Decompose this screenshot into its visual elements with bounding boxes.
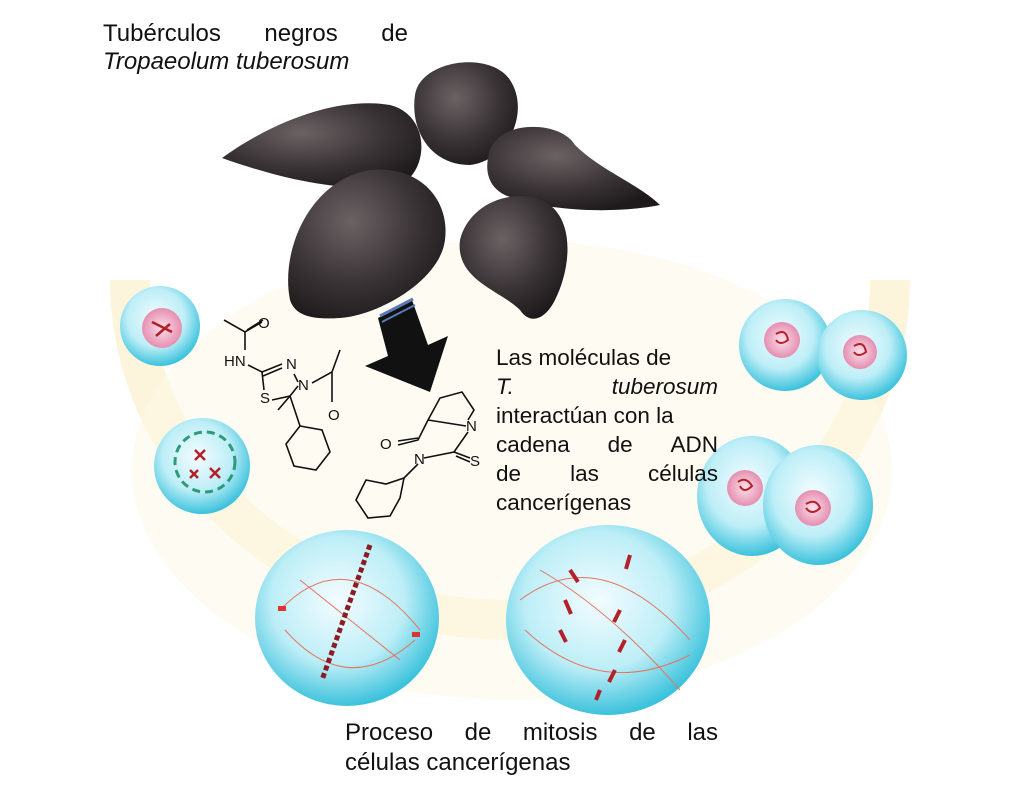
atom-n: N <box>298 377 309 394</box>
molecule-imidazolidinethione <box>355 391 475 519</box>
caption-word: las <box>687 719 718 746</box>
atom-hn: HN <box>224 353 246 370</box>
atom-n: N <box>286 356 297 373</box>
tuber-title: Tubérculos negros de Tropaeolum tuberosu… <box>103 20 408 76</box>
molecule-description: Las moléculas de T. tuberosum interactúan… <box>496 343 718 517</box>
desc-line: Las moléculas de <box>496 345 672 370</box>
tubers-photo <box>222 62 660 319</box>
title-word: Tubérculos <box>103 20 221 47</box>
atom-s: S <box>470 453 480 470</box>
atom-n: N <box>466 418 477 435</box>
desc-word: de <box>607 432 633 457</box>
desc-word: ADN <box>670 432 718 457</box>
desc-word: tuberosum <box>611 374 718 399</box>
atom-o: O <box>328 407 340 424</box>
desc-word: células <box>647 461 718 486</box>
cell-daughter-cells <box>739 299 907 400</box>
caption-word: de <box>464 719 492 746</box>
species-name: Tropaeolum tuberosum <box>103 48 350 75</box>
down-arrow-icon <box>365 297 448 392</box>
cell-anaphase <box>506 525 710 715</box>
desc-word: cadena <box>496 432 570 457</box>
title-word: negros <box>264 20 338 47</box>
caption-word: mitosis <box>522 719 598 746</box>
cell-prophase <box>120 286 200 366</box>
desc-word: las <box>570 461 599 486</box>
cell-metaphase <box>255 530 439 706</box>
atom-s: S <box>260 390 270 407</box>
title-word: de <box>381 20 408 47</box>
caption-word: de <box>629 719 656 746</box>
atom-o: O <box>380 436 392 453</box>
desc-word: de <box>496 461 522 486</box>
molecule-thiadiazoline <box>223 319 341 471</box>
cell-prometaphase <box>154 418 250 514</box>
cell-telophase <box>697 436 873 565</box>
desc-line: interactúan con la <box>496 403 674 428</box>
caption-line: células cancerígenas <box>345 749 571 776</box>
mitosis-caption: Proceso de mitosis de las células cancer… <box>345 718 718 778</box>
atom-o: O <box>258 315 270 332</box>
atom-n: N <box>414 451 425 468</box>
desc-word: T. <box>496 374 514 399</box>
caption-word: Proceso <box>345 719 434 746</box>
desc-line: cancerígenas <box>496 490 632 515</box>
